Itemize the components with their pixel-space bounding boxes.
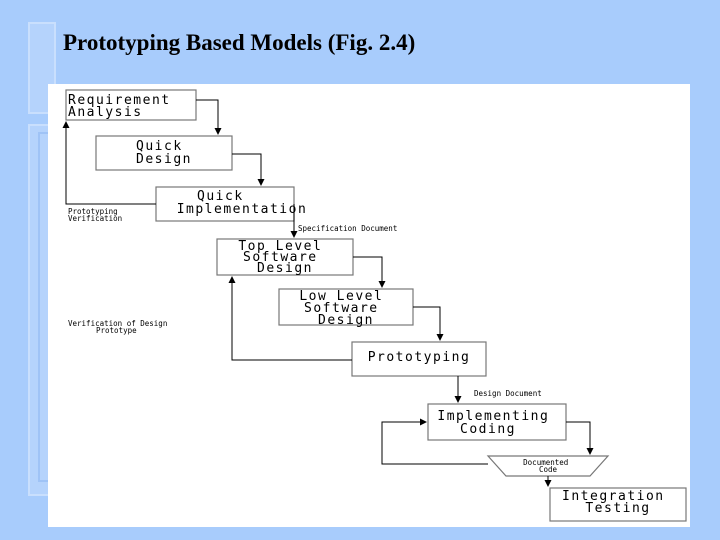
low-level-design-label: Low Level Software Design bbox=[299, 289, 392, 328]
quick-implementation-label: Quick Implementation bbox=[177, 189, 308, 217]
integration-testing-box bbox=[549, 487, 687, 522]
arrow-to-quick-implementation bbox=[232, 153, 265, 186]
design-document-note: Design Document bbox=[474, 389, 542, 398]
decorative-panel-top bbox=[28, 22, 56, 114]
arrow-to-quick-design bbox=[196, 99, 222, 135]
requirement-analysis-box bbox=[65, 89, 197, 121]
slide-title: Prototyping Based Models (Fig. 2.4) bbox=[63, 30, 416, 55]
verification-of-design-note: Verification of Design Prototype bbox=[68, 319, 172, 335]
implementing-coding-box bbox=[427, 403, 567, 441]
prototyping-box bbox=[351, 341, 487, 377]
feedback-coding-loop bbox=[381, 418, 488, 465]
documented-code-note: Documented Code bbox=[523, 458, 573, 474]
prototyping-label: Prototyping bbox=[368, 350, 471, 365]
prototyping-verification-note: Prototyping Verification bbox=[68, 207, 122, 223]
top-level-design-label: Top Level Software Design bbox=[238, 239, 331, 276]
arrow-to-low-level-design bbox=[353, 256, 386, 288]
integration-testing-label: Integration Testing bbox=[562, 489, 674, 516]
arrow-to-prototyping bbox=[413, 306, 444, 341]
quick-design-box bbox=[95, 135, 233, 171]
diagram-canvas: Requirement Analysis Quick Design Quick … bbox=[48, 84, 690, 527]
feedback-design-verification bbox=[228, 276, 352, 361]
specification-document-note: Specification Document bbox=[298, 224, 397, 233]
documented-code-shape bbox=[486, 455, 610, 477]
arrow-to-documented-code bbox=[566, 421, 594, 455]
implementing-coding-label: Implementing Coding bbox=[437, 409, 558, 437]
top-level-design-box bbox=[216, 238, 354, 276]
quick-design-label: Quick Design bbox=[136, 139, 192, 167]
requirement-analysis-label: Requirement Analysis bbox=[68, 93, 180, 120]
feedback-prototyping-verification bbox=[62, 121, 156, 205]
low-level-design-box bbox=[278, 288, 414, 326]
waterfall-prototyping-diagram: Requirement Analysis Quick Design Quick … bbox=[62, 89, 687, 522]
